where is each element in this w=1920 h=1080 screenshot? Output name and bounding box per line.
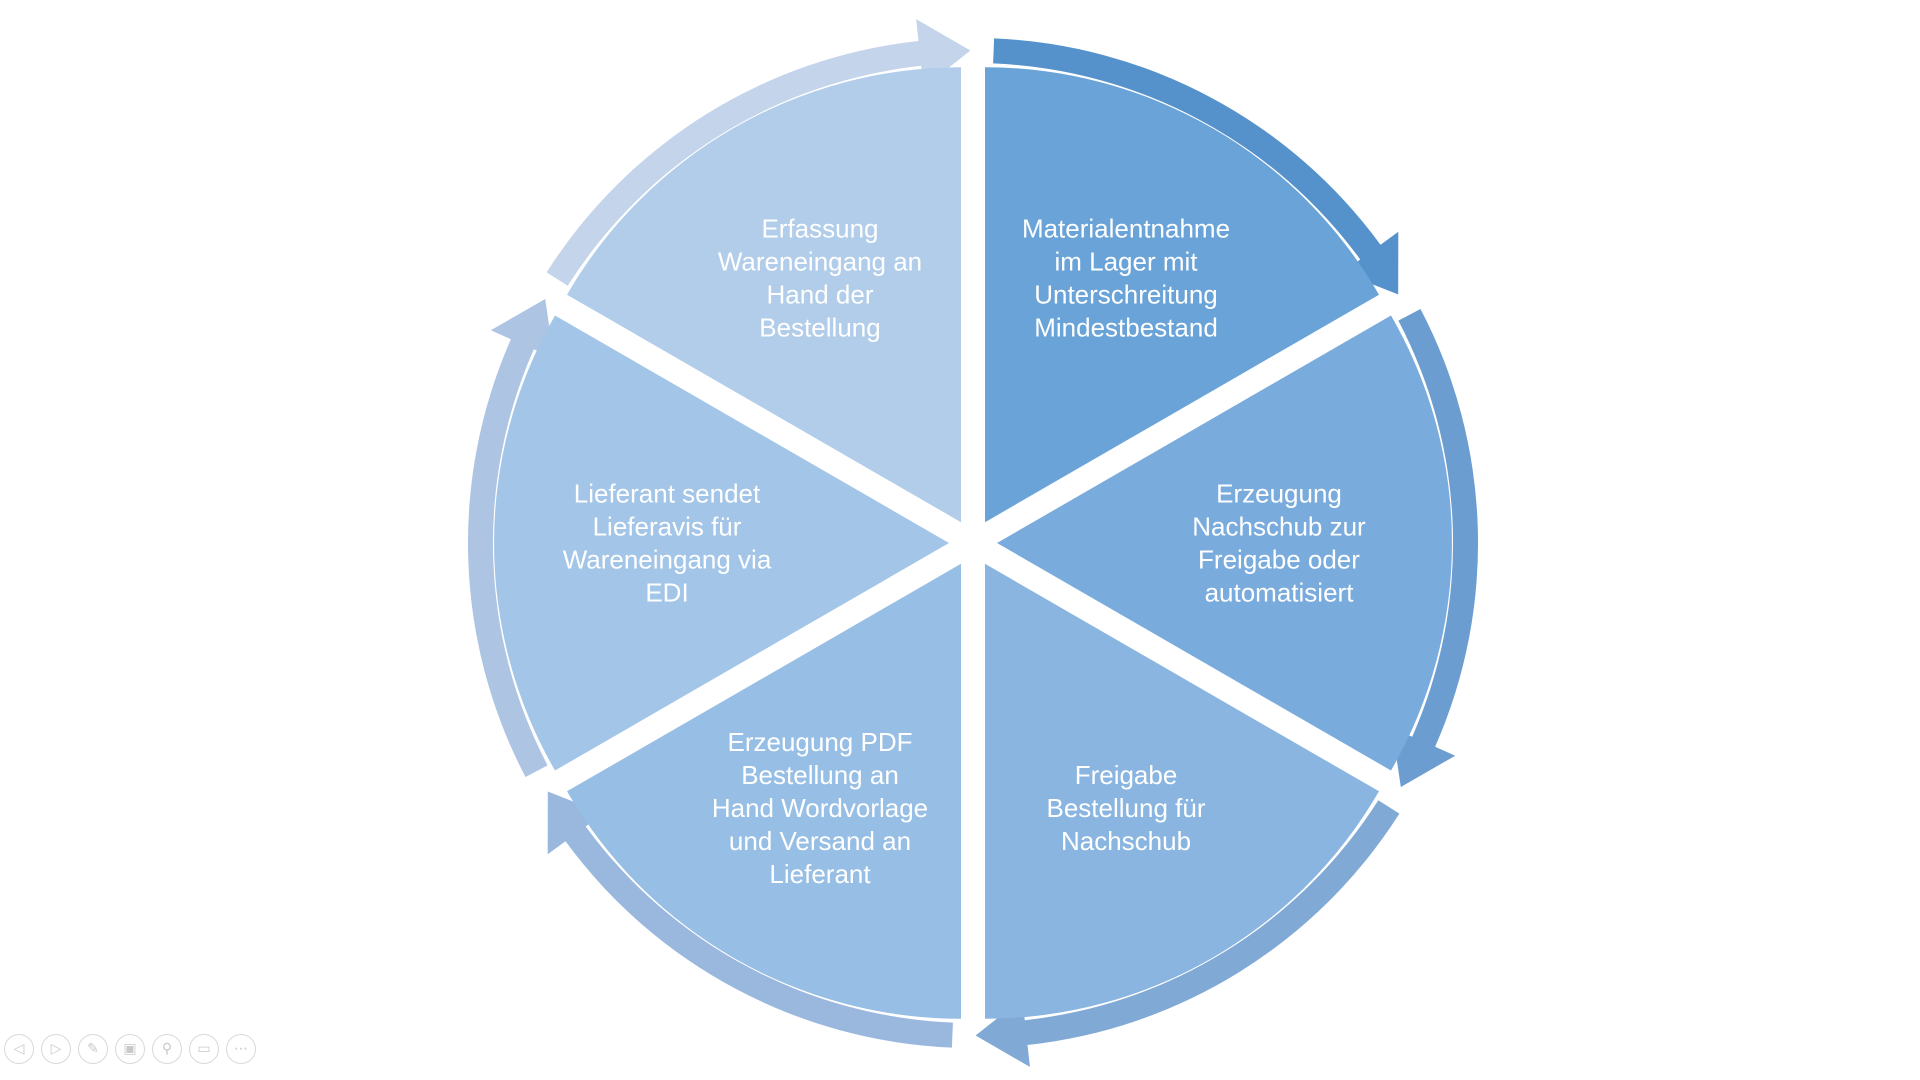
cycle-segment-4: [567, 563, 961, 1019]
step-label-line: im Lager mit: [1054, 247, 1198, 277]
cycle-arrow-6: [546, 19, 971, 286]
previous-slide-icon[interactable]: ◁: [4, 1034, 34, 1064]
cycle-segment-3: [985, 563, 1379, 1019]
screen-icon[interactable]: ▭: [189, 1034, 219, 1064]
step-label-line: Wareneingang an: [718, 247, 922, 277]
step-label-line: Lieferavis für: [593, 512, 742, 542]
step-label-line: Mindestbestand: [1034, 313, 1218, 343]
cycle-segment-1: [985, 67, 1379, 523]
cycle-arrow-3: [975, 800, 1400, 1067]
step-label-line: EDI: [645, 578, 688, 608]
step-label-line: Erzeugung PDF: [728, 727, 913, 757]
more-options-icon[interactable]: ⋯: [226, 1034, 256, 1064]
step-label-line: Lieferant sendet: [574, 479, 761, 509]
step-label-line: Bestellung für: [1047, 793, 1206, 823]
next-slide-icon[interactable]: ▷: [41, 1034, 71, 1064]
step-label-line: Wareneingang via: [563, 545, 772, 575]
step-label-line: Hand der: [767, 280, 874, 310]
step-label-line: Erfassung: [761, 214, 878, 244]
step-label-line: Freigabe: [1075, 760, 1178, 790]
cycle-arrow-2: [1392, 309, 1479, 787]
step-label-line: Lieferant: [769, 859, 871, 889]
step-label-line: Nachschub zur: [1192, 512, 1366, 542]
slideshow-toolbar: ◁▷✎▣⚲▭⋯: [4, 1034, 256, 1064]
step-label-line: automatisiert: [1205, 578, 1355, 608]
step-label-line: und Versand an: [729, 826, 911, 856]
all-slides-icon[interactable]: ▣: [115, 1034, 145, 1064]
cycle-arrow-5: [467, 299, 554, 777]
zoom-icon[interactable]: ⚲: [152, 1034, 182, 1064]
step-label-line: Freigabe oder: [1198, 545, 1360, 575]
cycle-segment-6: [567, 67, 961, 523]
step-label-line: Nachschub: [1061, 826, 1191, 856]
step-label-line: Unterschreitung: [1034, 280, 1218, 310]
step-label-line: Hand Wordvorlage: [712, 793, 928, 823]
step-label-line: Bestellung: [759, 313, 880, 343]
step-label-line: Bestellung an: [741, 760, 899, 790]
cycle-segment-2: [997, 315, 1452, 771]
cycle-segment-5: [494, 315, 949, 771]
step-label-line: Materialentnahme: [1022, 214, 1230, 244]
step-label-line: Erzeugung: [1216, 479, 1342, 509]
pen-icon[interactable]: ✎: [78, 1034, 108, 1064]
